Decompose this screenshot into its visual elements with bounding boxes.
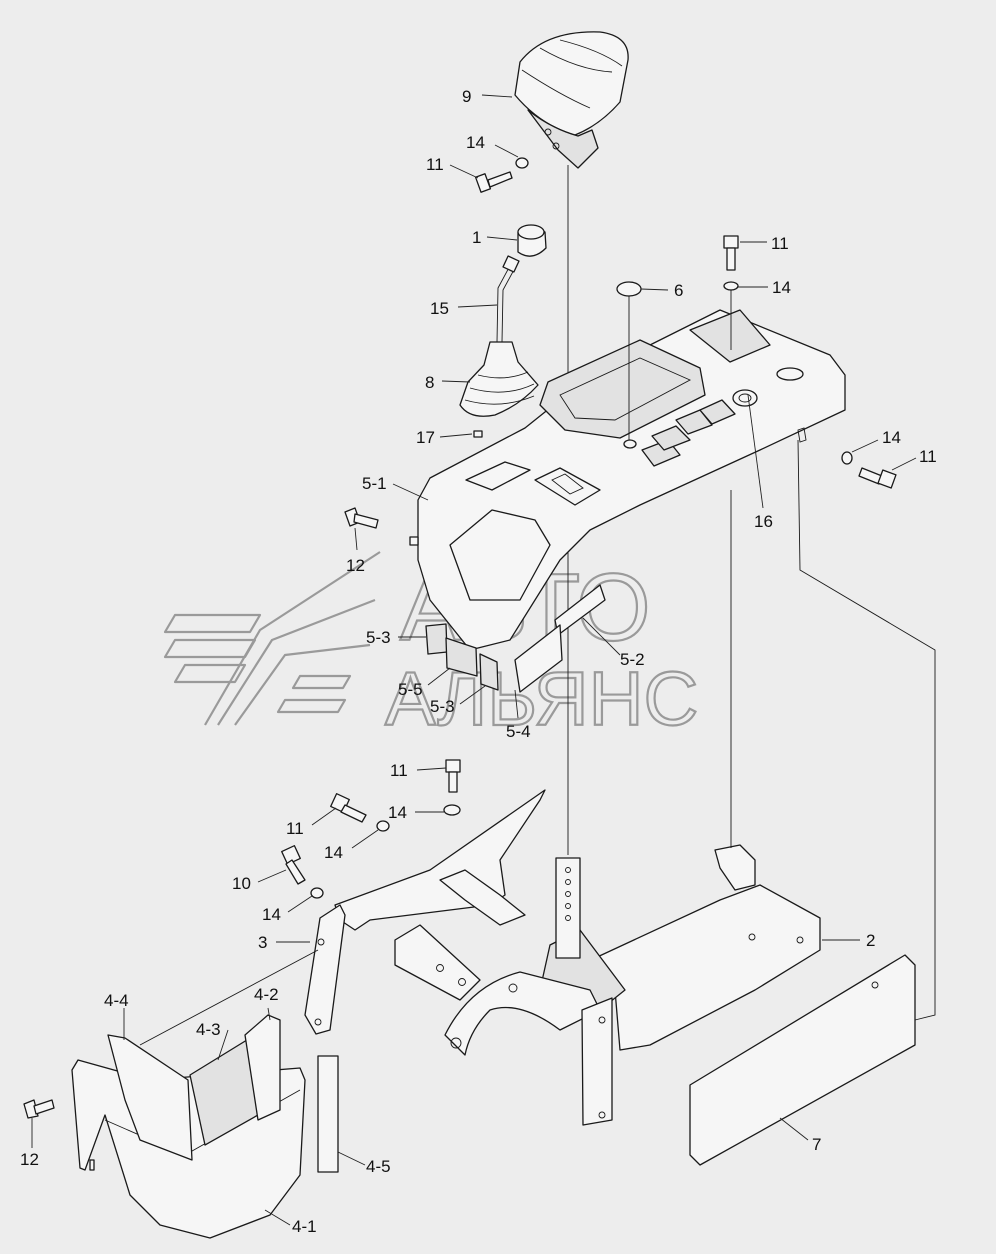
callout-4-3: 4-3 (196, 1020, 221, 1039)
washer-part-14 (515, 157, 529, 169)
bolt-part-11-mid-left (330, 793, 367, 823)
callout-15: 15 (430, 299, 449, 318)
callout-11: 11 (390, 761, 408, 780)
washer-part-14-top-right (723, 281, 739, 291)
washer-part-14-right (841, 451, 853, 465)
callout-6: 6 (674, 281, 683, 300)
main-frame-part-2 (444, 844, 821, 1126)
callout-16: 16 (754, 512, 773, 531)
lever-rod-part-15 (496, 255, 520, 343)
callout-5-5: 5-5 (398, 680, 423, 699)
callout-17: 17 (416, 428, 435, 447)
callout-11: 11 (426, 155, 444, 174)
callout-10: 10 (232, 874, 251, 893)
callout-11: 11 (919, 447, 937, 466)
washer-part-14-lower (310, 887, 324, 899)
callout-14: 14 (262, 905, 281, 924)
callout-11: 11 (286, 819, 304, 838)
callout-14: 14 (324, 843, 343, 862)
callout-11: 11 (771, 234, 789, 253)
bolt-part-11-right (858, 467, 897, 489)
callout-5-3: 5-3 (430, 697, 455, 716)
pad-part-4-4 (107, 1034, 193, 1161)
callout-1: 1 (472, 228, 481, 247)
callout-8: 8 (425, 373, 434, 392)
screw-part-12-lower (23, 1099, 55, 1119)
pin-part-17 (473, 430, 483, 438)
side-cover-part-7 (689, 954, 916, 1166)
strip-part-4-5 (317, 1055, 339, 1173)
switch-part-5-3-left (425, 623, 448, 655)
callout-12: 12 (20, 1150, 39, 1169)
callout-5-2: 5-2 (620, 650, 645, 669)
bolt-part-11-mid (445, 759, 461, 793)
callout-14: 14 (388, 803, 407, 822)
bolt-part-11 (474, 171, 513, 193)
leader-lines (31, 94, 917, 1226)
switch-part-5-3-right (479, 653, 499, 691)
callout-14: 14 (466, 133, 485, 152)
switch-part-5-4 (514, 624, 563, 693)
lever-knob-part-1 (517, 224, 547, 257)
console-cover-part-5-1 (409, 309, 846, 651)
switch-part-5-5 (445, 637, 478, 677)
mount-bracket-part-3 (304, 789, 546, 1035)
gear-knob-part-9 (514, 31, 629, 169)
lever-boot-part-8 (459, 341, 539, 417)
watermark-logo (163, 551, 381, 726)
bolt-part-10 (281, 845, 306, 885)
callout-4-4: 4-4 (104, 991, 129, 1010)
callout-2: 2 (866, 931, 875, 950)
washer-part-14-mid-left (376, 820, 390, 832)
callout-14: 14 (772, 278, 791, 297)
bolt-part-11-top-right (723, 235, 739, 271)
callout-5-3: 5-3 (366, 628, 391, 647)
screw-part-12-upper (344, 507, 379, 529)
callout-3: 3 (258, 933, 267, 952)
callout-4-5: 4-5 (366, 1157, 391, 1176)
pad-part-4-2 (244, 1014, 281, 1121)
cap-part-6 (616, 281, 642, 297)
callout-5-4: 5-4 (506, 722, 531, 741)
callout-9: 9 (462, 87, 471, 106)
callout-14: 14 (882, 428, 901, 447)
callout-4-1: 4-1 (292, 1217, 317, 1236)
callout-12: 12 (346, 556, 365, 575)
callout-4-2: 4-2 (254, 985, 279, 1004)
washer-part-14-mid (443, 804, 461, 816)
callout-7: 7 (812, 1135, 821, 1154)
callout-5-1: 5-1 (362, 474, 387, 493)
